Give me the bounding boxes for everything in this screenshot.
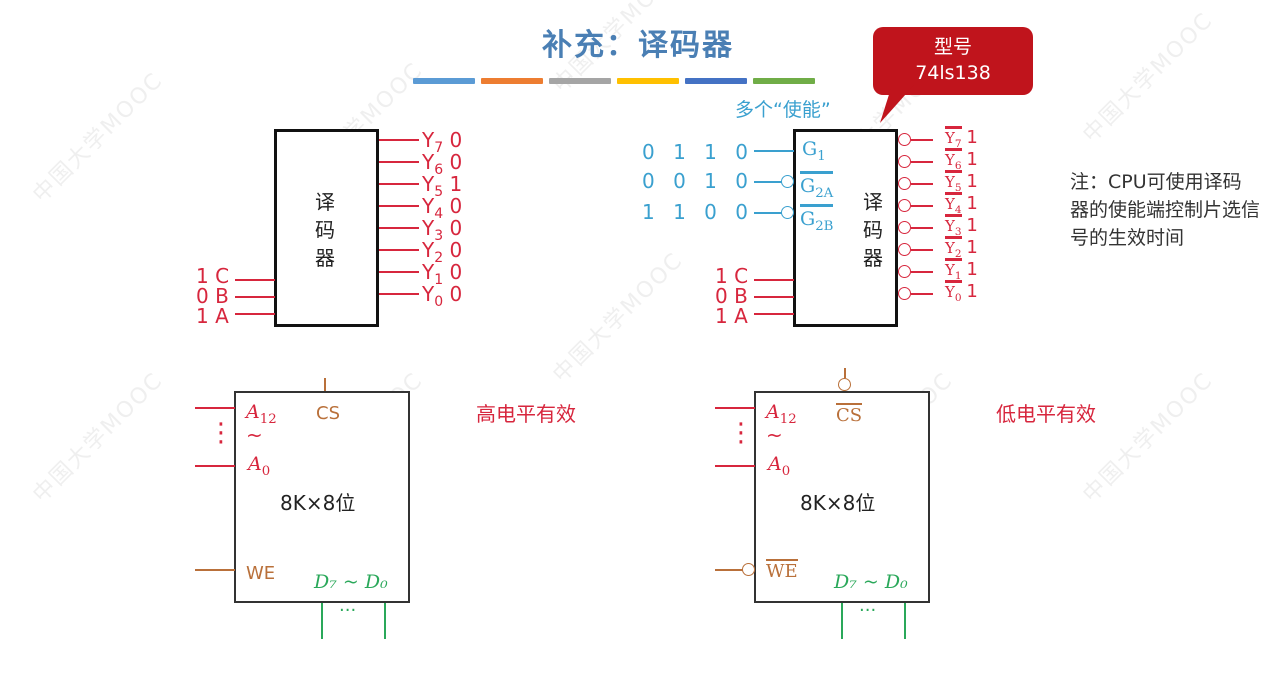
output-y7: Y7 0 (422, 128, 463, 156)
input-b: 0 B (196, 284, 229, 308)
addr-dots: ⋮ (728, 418, 754, 448)
capacity-label: 8K×8位 (280, 491, 356, 515)
watermark: 中国大学MOOC (1078, 367, 1219, 508)
addr-range-tilde: ~ (246, 423, 263, 447)
memory-chip-right: A12 ~ A0 CS 8K×8位 WE D₇ ~ D₀ (754, 391, 930, 603)
output-y2-bar: Y2 1 (945, 236, 978, 260)
cs-label: CS (316, 403, 340, 424)
input-c: 1 C (715, 264, 749, 288)
color-bar (753, 78, 815, 84)
watermark: 中国大学MOOC (548, 247, 689, 388)
callout-line1: 型号 (933, 36, 972, 58)
caption-high-level: 高电平有效 (476, 402, 576, 426)
decoder-right-body: 译 码 器 G1 G2A G2B (793, 129, 898, 327)
cs-bar-label: CS (836, 403, 863, 426)
addr-high-label: A12 (766, 401, 797, 427)
enable-g1-values: 0 1 1 0 (642, 140, 754, 164)
output-y2: Y2 0 (422, 238, 463, 266)
model-callout: 型号 74ls138 (873, 27, 1033, 95)
we-label: WE (246, 563, 276, 584)
output-y1: Y1 0 (422, 260, 463, 288)
output-y6: Y6 0 (422, 150, 463, 178)
input-c: 1 C (196, 264, 230, 288)
callout-line2: 74ls138 (915, 62, 991, 84)
page-title: 补充：译码器 (542, 28, 734, 63)
output-y3-bar: Y3 1 (945, 214, 978, 238)
color-bar (617, 78, 679, 84)
input-a: 1 A (715, 304, 748, 328)
addr-low-label: A0 (248, 453, 271, 479)
decoder-left-label: 译 码 器 (315, 190, 335, 270)
memory-chip-left: A12 ~ A0 CS 8K×8位 WE D₇ ~ D₀ (234, 391, 410, 603)
output-y0: Y0 0 (422, 282, 463, 310)
enable-g2a-values: 0 0 1 0 (642, 169, 754, 193)
output-y4: Y4 0 (422, 194, 463, 222)
output-y4-bar: Y4 1 (945, 192, 978, 216)
output-y7-bar: Y7 1 (945, 126, 978, 150)
addr-high-label: A12 (246, 401, 277, 427)
enable-caption: 多个“使能” (735, 99, 831, 121)
color-bar (685, 78, 747, 84)
output-y5-bar: Y5 1 (945, 170, 978, 194)
enable-g2b-values: 1 1 0 0 (642, 200, 754, 224)
inverter-bubble (781, 206, 794, 219)
addr-range-tilde: ~ (766, 423, 783, 447)
enable-g2a-label: G2A (800, 171, 834, 201)
color-bar-strip (413, 78, 815, 84)
watermark: 中国大学MOOC (28, 367, 169, 508)
watermark: 中国大学MOOC (28, 67, 169, 208)
caption-low-level: 低电平有效 (996, 402, 1096, 426)
addr-dots: ⋮ (208, 418, 234, 448)
data-bus-dots: ··· (339, 600, 357, 621)
output-y1-bar: Y1 1 (945, 258, 978, 282)
output-y0-bar: Y0 1 (945, 280, 978, 304)
addr-low-label: A0 (768, 453, 791, 479)
decoder-right-label: 译 码 器 (863, 190, 883, 270)
decoder-left-body: 译 码 器 (274, 129, 379, 327)
we-bar-label: WE (766, 559, 798, 582)
output-y3: Y3 0 (422, 216, 463, 244)
input-b: 0 B (715, 284, 748, 308)
data-bus-label: D₇ ~ D₀ (314, 571, 388, 593)
capacity-label: 8K×8位 (800, 491, 876, 515)
enable-g2b-label: G2B (800, 204, 834, 234)
note-text: 注：CPU可使用译码器的使能端控制片选信号的生效时间 (1070, 171, 1261, 249)
we-inverter-bubble (742, 563, 755, 576)
data-bus-label: D₇ ~ D₀ (834, 571, 908, 593)
inverter-bubble (781, 175, 794, 188)
color-bar (481, 78, 543, 84)
data-bus-dots: ··· (859, 600, 877, 621)
cs-inverter-bubble (838, 378, 851, 391)
color-bar (413, 78, 475, 84)
output-y6-bar: Y6 1 (945, 148, 978, 172)
callout-pointer (880, 85, 914, 123)
enable-g1-label: G1 (802, 138, 826, 164)
output-y5: Y5 1 (422, 172, 463, 200)
input-a: 1 A (196, 304, 229, 328)
color-bar (549, 78, 611, 84)
